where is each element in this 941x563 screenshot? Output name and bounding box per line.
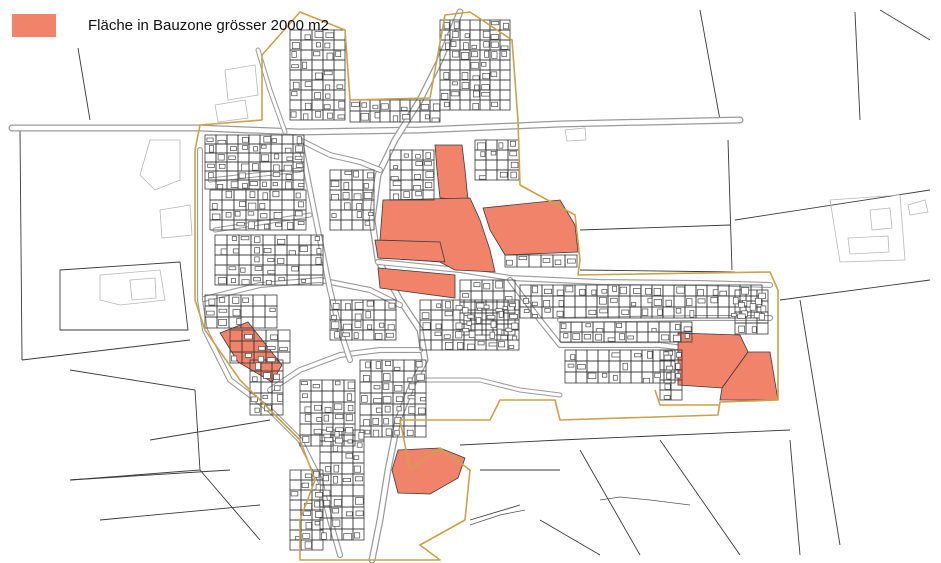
map-legend: Fläche in Bauzone grösser 2000 m2 [12,14,329,37]
field-boundaries [19,9,931,556]
field-tracks [469,496,691,526]
building-zone-boundary [194,11,779,561]
outside-buildings [99,64,929,306]
legend-label: Fläche in Bauzone grösser 2000 m2 [88,17,329,34]
road-network [8,8,773,563]
legend-swatch [12,14,56,37]
building-footprints [206,21,767,549]
highlighted-parcels [219,144,779,495]
